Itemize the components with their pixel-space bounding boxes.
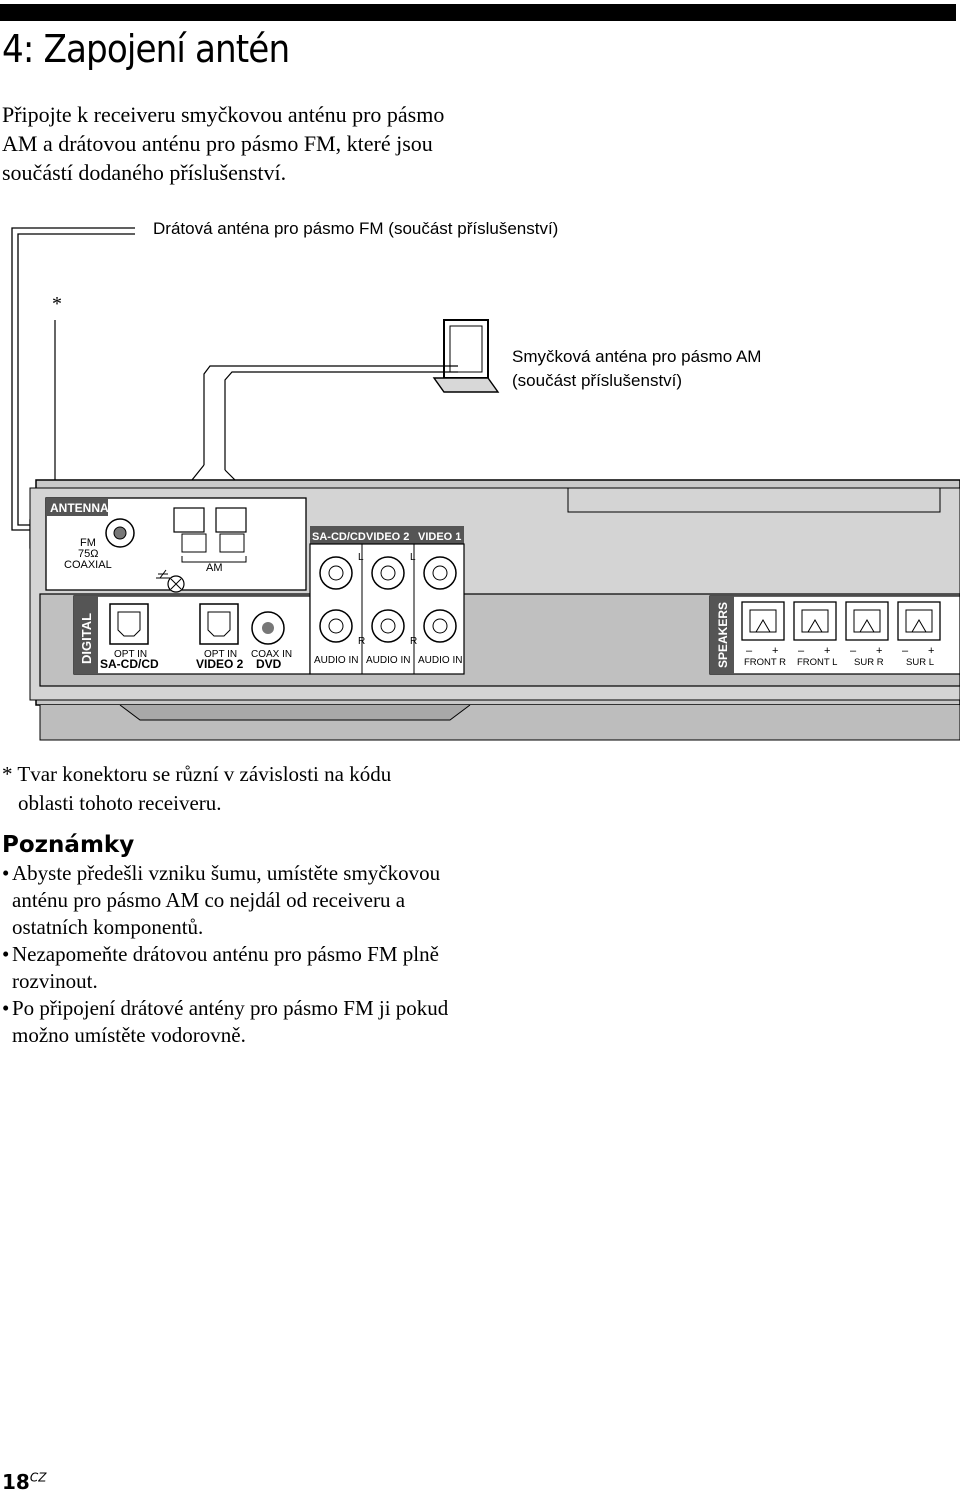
- opt-in-video2-jack[interactable]: [199, 603, 239, 645]
- speaker-jack-front-r[interactable]: [741, 601, 785, 641]
- note-text: Po připojení drátové antény pro pásmo FM…: [12, 996, 449, 1047]
- notes-heading: Poznámky: [2, 832, 135, 858]
- channel-l-label-1: L: [358, 552, 364, 563]
- page-language-code: CZ: [29, 1470, 47, 1485]
- antenna-header: ANTENNA: [50, 501, 109, 515]
- digital-input-block: DIGITAL OPT IN SA-CD/CD OPT IN VIDEO 2 C…: [73, 595, 311, 675]
- asterisk-marker: *: [52, 293, 62, 315]
- note-text: Abyste předešli vzniku šumu, umístěte sm…: [12, 861, 441, 939]
- footnote-line1: * Tvar konektoru se různí v závislosti n…: [2, 762, 392, 786]
- note-text: Nezapomeňte drátovou anténu pro pásmo FM…: [12, 942, 439, 993]
- plus-label-1: +: [772, 645, 778, 657]
- fm-antenna-label: Drátová anténa pro pásmo FM (součást pří…: [153, 219, 558, 238]
- footnote-line2: oblasti tohoto receiveru.: [18, 791, 222, 815]
- bullet-icon: •: [2, 996, 10, 1020]
- am-loop-antenna: [187, 319, 500, 513]
- speaker-label-sur-r: SUR R: [854, 657, 884, 668]
- minus-label-2: –: [798, 645, 805, 657]
- speaker-label-sur-l: SUR L: [906, 657, 934, 668]
- ground-icon: [156, 569, 170, 579]
- opt-in-sacd-jack[interactable]: [109, 603, 149, 645]
- opt-in-label-2: OPT IN: [204, 649, 237, 660]
- minus-label-1: –: [746, 645, 753, 657]
- rca-jacks: [319, 556, 457, 643]
- antenna-terminal-block: ANTENNA FM 75Ω COAXIAL AM: [45, 497, 307, 593]
- intro-paragraph: Připojte k receiveru smyčkovou anténu pr…: [2, 102, 445, 185]
- video2-digital-label: VIDEO 2: [196, 657, 244, 671]
- minus-label-4: –: [902, 645, 909, 657]
- list-item: •Po připojení drátové antény pro pásmo F…: [2, 995, 472, 1049]
- list-item: •Abyste předešli vzniku šumu, umístěte s…: [2, 860, 472, 941]
- coax-in-label: COAX IN: [251, 649, 292, 660]
- page-number: 18CZ: [2, 1470, 46, 1494]
- sacd-cd-label: SA-CD/CD: [100, 657, 159, 671]
- audio-header-video1: VIDEO 1: [418, 531, 461, 543]
- channel-r-label-2: R: [410, 636, 417, 647]
- list-item: •Nezapomeňte drátovou anténu pro pásmo F…: [2, 941, 472, 995]
- page-number-value: 18: [2, 1470, 30, 1494]
- audio-in-label-sacd: AUDIO IN: [314, 655, 358, 666]
- speaker-jack-sur-r[interactable]: [845, 601, 889, 641]
- fm-label: FM: [80, 537, 96, 549]
- fm-coaxial-label: COAXIAL: [64, 559, 112, 571]
- plus-label-4: +: [928, 645, 934, 657]
- page-title: 4: Zapojení antén: [2, 27, 290, 71]
- am-antenna-label-line1: Smyčková anténa pro pásmo AM: [512, 347, 761, 366]
- speaker-terminal-block: SPEAKERS – + – + – + – + FRONT R FRONT L…: [709, 595, 960, 675]
- audio-input-block: SA-CD/CD VIDEO 2 VIDEO 1 L L R R AUDIO I…: [309, 526, 465, 675]
- am-terminal-right[interactable]: [215, 507, 247, 533]
- audio-header-sacd: SA-CD/CD: [312, 531, 366, 543]
- am-antenna-label-line2: (součást příslušenství): [512, 371, 682, 390]
- speaker-jack-sur-l[interactable]: [897, 601, 941, 641]
- notes-list: •Abyste předešli vzniku šumu, umístěte s…: [2, 860, 472, 1049]
- fm-wire-antenna: [11, 227, 135, 531]
- speakers-label: SPEAKERS: [716, 602, 730, 668]
- bullet-icon: •: [2, 861, 10, 885]
- minus-label-3: –: [850, 645, 857, 657]
- am-label: AM: [206, 562, 223, 574]
- footnote: * Tvar konektoru se různí v závislosti n…: [2, 760, 472, 818]
- bullet-icon: •: [2, 942, 10, 966]
- speaker-jack-front-l[interactable]: [793, 601, 837, 641]
- channel-l-label-2: L: [410, 552, 416, 563]
- fm-impedance-label: 75Ω: [78, 548, 98, 560]
- plus-label-2: +: [824, 645, 830, 657]
- channel-r-label-1: R: [358, 636, 365, 647]
- antenna-connection-diagram: Drátová anténa pro pásmo FM (součást pří…: [0, 205, 960, 750]
- dvd-label: DVD: [256, 657, 282, 671]
- speaker-label-front-r: FRONT R: [744, 657, 786, 668]
- header-rule: [0, 4, 956, 21]
- audio-header-video2: VIDEO 2: [366, 531, 409, 543]
- plus-label-3: +: [876, 645, 882, 657]
- am-terminal-left[interactable]: [173, 507, 205, 533]
- digital-label: DIGITAL: [79, 613, 94, 664]
- audio-in-label-video2: AUDIO IN: [366, 655, 410, 666]
- speaker-label-front-l: FRONT L: [797, 657, 837, 668]
- audio-in-label-video1: AUDIO IN: [418, 655, 462, 666]
- opt-in-label-1: OPT IN: [114, 649, 147, 660]
